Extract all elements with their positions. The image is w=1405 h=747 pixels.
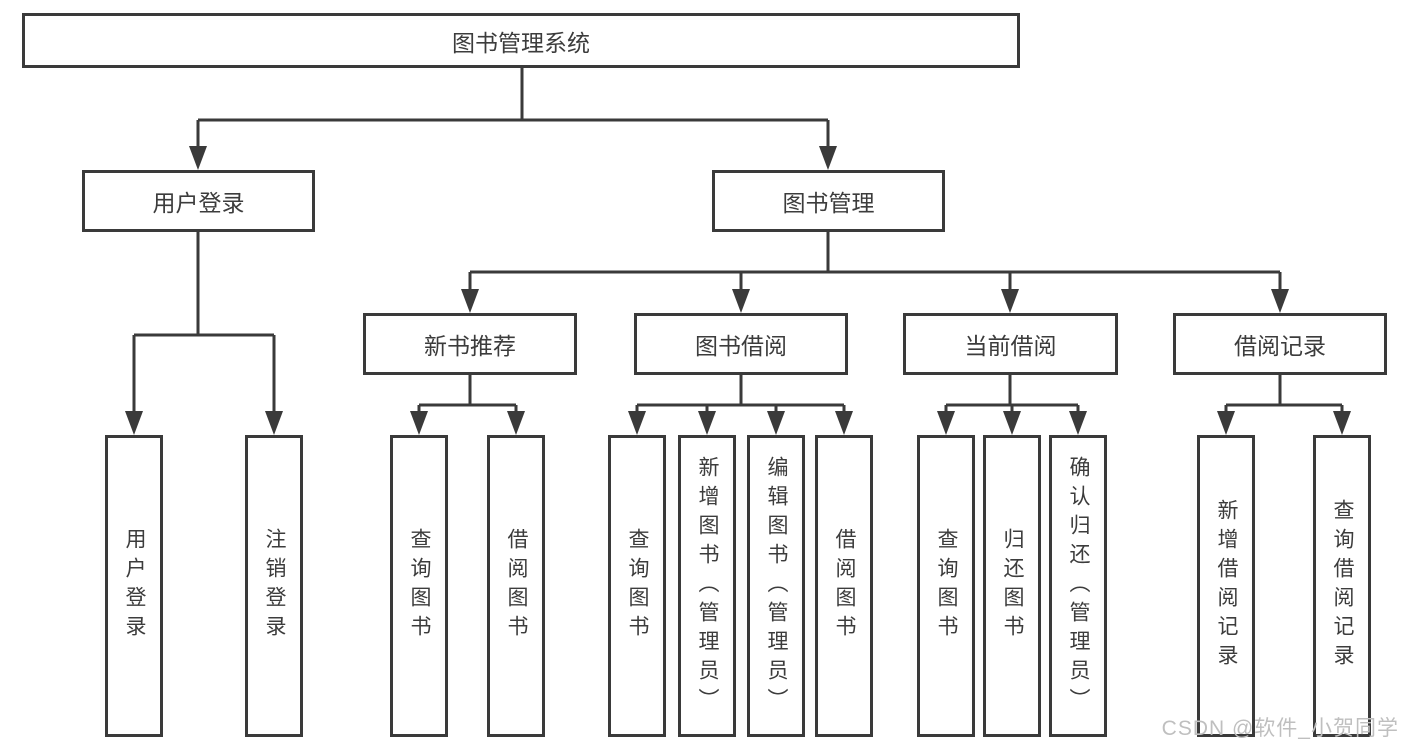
- connector-bookmgmt-to-level3: [468, 232, 1282, 293]
- node-new-book-recommend: 新书推荐: [363, 313, 577, 375]
- leaf-query-books-current: 查询图书: [917, 435, 975, 737]
- leaf-return-book: 归还图书: [983, 435, 1041, 737]
- node-book-management: 图书管理: [712, 170, 945, 232]
- node-book-borrow: 图书借阅: [634, 313, 848, 375]
- leaf-query-borrow-record: 查询借阅记录: [1313, 435, 1371, 737]
- leaf-logout: 注销登录: [245, 435, 303, 737]
- leaf-query-books-borrow: 查询图书: [608, 435, 666, 737]
- leaf-borrow-books-recommend: 借阅图书: [487, 435, 545, 737]
- connector-recommend-to-leaves: [417, 375, 518, 415]
- leaf-add-borrow-record: 新增借阅记录: [1197, 435, 1255, 737]
- connector-root-to-level2: [196, 68, 830, 150]
- connector-records-to-leaves: [1224, 375, 1344, 415]
- node-borrow-records: 借阅记录: [1173, 313, 1387, 375]
- leaf-borrow-books: 借阅图书: [815, 435, 873, 737]
- connector-current-to-leaves: [944, 375, 1080, 415]
- leaf-confirm-return-admin: 确认归还（管理员）: [1049, 435, 1107, 737]
- node-user-login: 用户登录: [82, 170, 315, 232]
- watermark-text: CSDN @软件_小贺同学: [1161, 717, 1399, 740]
- node-root: 图书管理系统: [22, 13, 1020, 68]
- leaf-edit-book-admin: 编辑图书（管理员）: [747, 435, 805, 737]
- connector-userlogin-to-leaves: [132, 232, 276, 415]
- leaf-add-book-admin: 新增图书（管理员）: [678, 435, 736, 737]
- leaf-user-login: 用户登录: [105, 435, 163, 737]
- node-current-borrow: 当前借阅: [903, 313, 1118, 375]
- leaf-query-books-recommend: 查询图书: [390, 435, 448, 737]
- connector-borrow-to-leaves: [635, 375, 846, 415]
